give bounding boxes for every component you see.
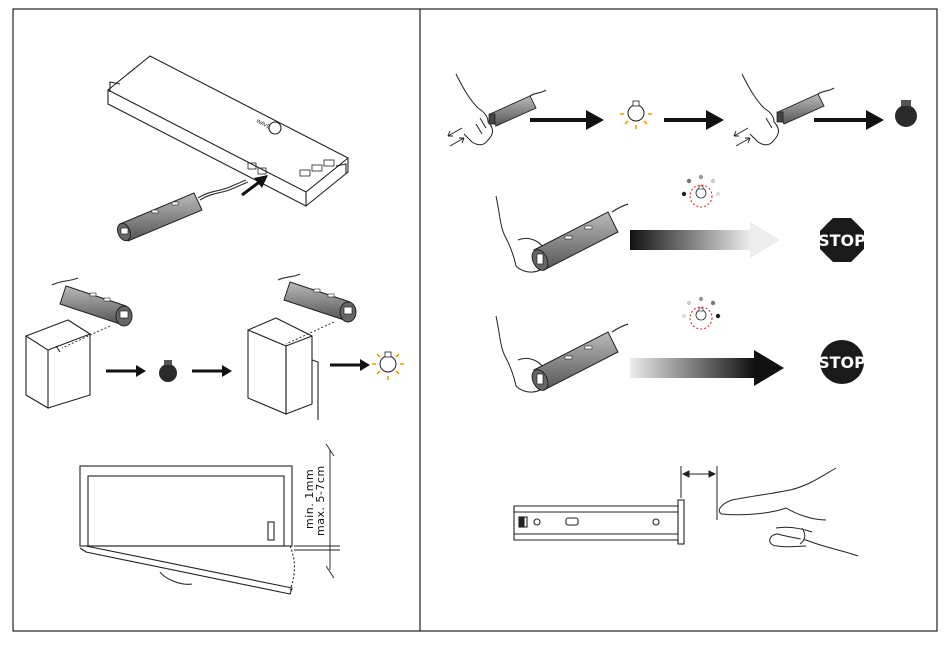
stop-label: STOP xyxy=(818,231,866,250)
driver-box-icon: WAVE xyxy=(108,56,348,206)
sensor-switch-icon xyxy=(529,204,628,273)
hand-icon xyxy=(456,74,493,145)
sensor-switch-icon xyxy=(115,180,248,243)
sensor-switch-icon xyxy=(529,324,628,393)
process-arrow xyxy=(192,365,232,377)
stop-label: STOP xyxy=(818,353,866,372)
process-arrow xyxy=(664,110,724,130)
gap-dimension xyxy=(681,466,717,520)
dimming-indicator xyxy=(682,297,720,329)
cabinet-icon xyxy=(26,320,90,408)
cabinet-icon xyxy=(248,318,318,420)
process-arrow xyxy=(814,110,884,130)
wave-arrows xyxy=(448,128,464,146)
bulb-off-icon xyxy=(159,360,177,382)
process-arrow xyxy=(330,359,370,371)
fade-arrow xyxy=(630,222,780,258)
finger-icon xyxy=(719,468,858,556)
sensor-switch-icon xyxy=(52,278,132,348)
fade-arrow xyxy=(630,350,784,386)
drawer-front-icon xyxy=(80,466,295,594)
hand-icon xyxy=(742,74,779,145)
bulb-on-icon xyxy=(372,352,404,380)
wave-arrows xyxy=(734,128,750,146)
drawer-rail-icon xyxy=(514,500,684,544)
process-arrow xyxy=(530,110,604,130)
max-gap-label: max. 5-7cm xyxy=(314,465,327,536)
bulb-off-icon xyxy=(895,100,917,127)
dimming-indicator xyxy=(682,175,720,207)
bulb-on-icon xyxy=(620,101,652,129)
sensor-switch-icon xyxy=(278,274,356,344)
process-arrow xyxy=(106,365,146,377)
